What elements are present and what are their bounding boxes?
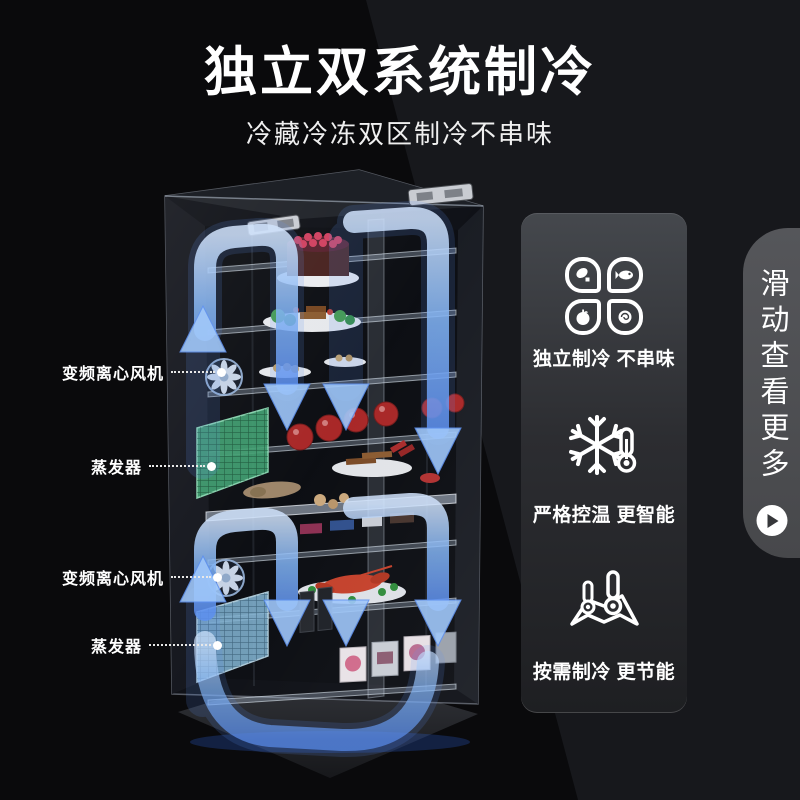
callout-upper-evaporator: 蒸发器 bbox=[91, 456, 217, 477]
play-circle-icon[interactable] bbox=[756, 505, 787, 536]
apple-icon bbox=[565, 299, 601, 335]
right-arrow-icon bbox=[767, 513, 779, 528]
feature-panel: 独立制冷 不串味 严格控温 更智能 bbox=[521, 213, 687, 713]
callout-label: 蒸发器 bbox=[91, 460, 143, 477]
page-subtitle: 冷藏冷冻双区制冷不串味 bbox=[245, 119, 554, 149]
callout-label: 蒸发器 bbox=[91, 639, 143, 656]
snowflake-thermometer-icon bbox=[521, 411, 687, 481]
feature-label: 独立制冷 不串味 bbox=[532, 349, 676, 370]
callout-dot bbox=[213, 572, 223, 582]
callout-dot bbox=[217, 367, 227, 377]
map-thermometers-icon bbox=[521, 568, 687, 634]
feature-label: 严格控温 更智能 bbox=[532, 505, 676, 526]
callout-label: 变频离心风机 bbox=[62, 366, 165, 383]
feature-label: 按需制冷 更节能 bbox=[532, 662, 676, 683]
slide-more-tab[interactable]: 滑动查看更多 bbox=[743, 228, 800, 558]
slide-more-label: 滑动查看更多 bbox=[756, 268, 788, 484]
drumstick-icon bbox=[565, 257, 601, 293]
callout-label: 变频离心风机 bbox=[62, 571, 165, 588]
fish-icon bbox=[607, 257, 643, 293]
callout-leader-line bbox=[149, 465, 206, 467]
callout-dot bbox=[207, 461, 217, 471]
hinge bbox=[407, 183, 474, 207]
callout-leader-line bbox=[171, 576, 212, 578]
glass-sheen bbox=[165, 196, 483, 704]
callout-leader-line bbox=[171, 371, 216, 373]
callout-leader-line bbox=[149, 644, 212, 646]
callout-dot bbox=[213, 640, 223, 650]
callout-lower-fan: 变频离心风机 bbox=[62, 567, 223, 588]
callout-upper-fan: 变频离心风机 bbox=[62, 362, 227, 383]
food-clover-icon bbox=[521, 257, 687, 335]
page-title: 独立双系统制冷 bbox=[204, 43, 596, 102]
shellfish-icon bbox=[607, 299, 643, 335]
callout-lower-evaporator: 蒸发器 bbox=[91, 635, 223, 656]
